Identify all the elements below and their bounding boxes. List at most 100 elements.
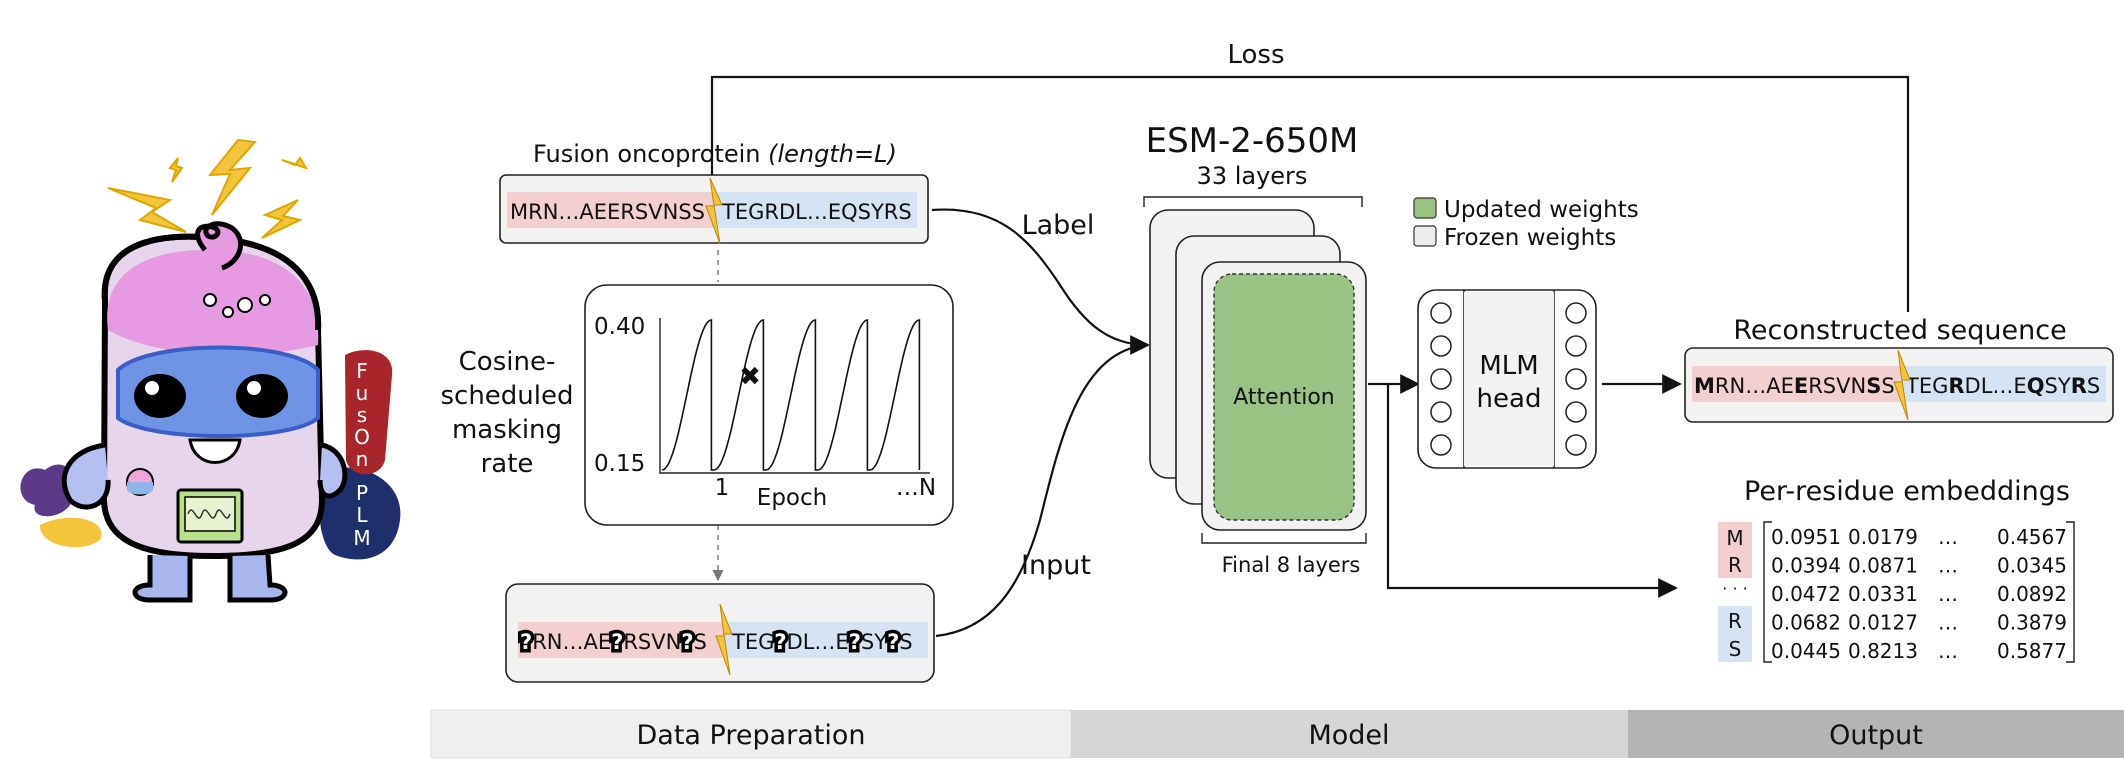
embedding-cell: 0.0394 [1771,554,1841,578]
recon-left-part-3: RSVN [1808,374,1866,398]
recon-right-part-6: S [2087,374,2100,398]
emb-row-label-1: R [1728,553,1742,577]
masked-left-part-4: ? [681,630,693,654]
recon-left-part-1: RN…AE [1715,374,1794,398]
lightning-bolts-icon [107,138,309,239]
embedding-cell: 0.0179 [1848,525,1918,549]
masking-chart-panel [584,284,954,526]
recon-title: Reconstructed sequence [1733,315,2066,346]
esm-model: ESM-2-650M 33 layers Attention Final 8 l… [1143,121,1367,577]
embedding-cell: … [1938,582,1958,606]
seq-top-left: MRN…AEERSVNSS [510,200,705,224]
embedding-cell: 0.0951 [1771,525,1841,549]
chart-x-left: 1 [715,475,730,501]
emb-row-label-4: S [1729,637,1742,661]
mlm-head-line2: head [1477,384,1542,414]
emb-row-label-2: · · · [1722,579,1747,598]
recon-seq-left: MRN…AEERSVNSS [1694,374,1895,398]
attention-block [1213,273,1355,521]
fusion-bolt-icon [705,177,723,245]
recon-left-part-4: S [1866,374,1881,398]
stage-label-model: Model [1308,720,1389,751]
loss-connector: Loss [710,40,1910,312]
masked-left-part-1: RN…AE [532,630,611,654]
recon-left-part-5: S [1881,374,1894,398]
stage-label-data-preparation: Data Preparation [636,720,865,751]
fusonplm-mascot: F u s O n P L M [20,138,401,603]
mlm-head-nodes [1430,302,1587,456]
masked-left-part-3: RSVN [623,630,681,654]
weights-legend: Updated weights Frozen weights [1413,197,1639,251]
embedding-cell: 0.0127 [1848,611,1918,635]
chart-y-bottom: 0.15 [594,451,645,477]
chart-y-top: 0.40 [594,314,645,340]
mlm-head: MLM head [1417,289,1597,469]
embedding-cell: 0.0682 [1771,611,1841,635]
final-layers-label: Final 8 layers [1222,553,1361,577]
model-title: ESM-2-650M [1146,121,1359,161]
masked-right-part-2: DL…E [787,630,849,654]
embedding-cell: 0.5877 [1997,639,2067,663]
frozen-weights-label: Frozen weights [1444,225,1616,251]
chart-marker-icon: ✖ [739,362,761,392]
svg-text:u: u [356,381,369,405]
emb-row-label-0: M [1726,526,1743,550]
svg-text:L: L [356,503,368,527]
recon-right-part-4: SY [2045,374,2071,398]
embedding-cell: 0.0871 [1848,554,1918,578]
embedding-cell: 0.0472 [1771,582,1841,606]
masked-left-part-2: ? [611,630,623,654]
embedding-cell: … [1938,525,1958,549]
embedding-cell: 0.0445 [1771,639,1841,663]
embedding-cell: … [1938,639,1958,663]
reconstructed-sequence: Reconstructed sequence MRN…AEERSVNSS TEG… [1684,315,2114,423]
embedding-cell: 0.3879 [1997,611,2067,635]
updated-weights-label: Updated weights [1444,197,1639,223]
recon-seq-right: TEGRDL…EQSYRS [1905,374,2100,398]
chart-x-right: …N [896,475,936,501]
embedding-cell: 0.0892 [1997,582,2067,606]
fusion-title-italic: (length=L) [768,140,897,168]
masking-label-line3: masking [452,415,562,445]
embeddings-title: Per-residue embeddings [1744,476,2070,507]
masked-right-part-3: ? [849,630,861,654]
stage-output [1628,710,2124,758]
masking-label-line2: scheduled [440,381,573,411]
masked-seq-left: ?RN…AE?RSVN?S [520,630,707,654]
chart-x-mid: Epoch [757,485,827,511]
masking-label-line4: rate [481,449,534,479]
embedding-cell: … [1938,611,1958,635]
seq-top-right: TEGRDL…EQSYRS [721,200,912,224]
recon-bolt-icon [1893,349,1911,421]
attention-label: Attention [1233,385,1335,410]
cosine-schedule-curve [661,318,921,471]
frozen-weights-swatch [1413,225,1437,247]
fusion-title: Fusion oncoprotein (length=L) [533,140,897,168]
per-residue-embeddings: Per-residue embeddings M R · · · R S 0.0… [1718,476,2075,663]
masking-rate-group: Cosine- scheduled masking rate 0.40 0.15… [440,284,954,526]
recon-right-part-0: TEG [1905,374,1948,398]
masked-left-part-5: S [694,630,707,654]
svg-text:s: s [357,403,367,427]
svg-text:n: n [356,447,369,471]
masked-bolt-icon [715,603,733,676]
updated-weights-swatch [1413,197,1437,219]
embedding-cell: 0.0331 [1848,582,1918,606]
stage-label-output: Output [1829,720,1923,751]
fusion-sequence-input: Fusion oncoprotein (length=L) MRN…AEERSV… [499,140,929,245]
recon-left-part-0: M [1694,374,1715,398]
loss-label: Loss [1227,40,1284,70]
stage-bar: Data Preparation Model Output [430,709,2124,759]
masked-right-part-5: ? [887,630,899,654]
masked-right-part-6: S [899,630,912,654]
svg-text:O: O [354,425,370,449]
stage-model [1071,710,1628,758]
masked-sequence: ?RN…AE?RSVN?S TEG?DL…E?SY?S [505,583,935,683]
recon-left-part-2: E [1794,374,1808,398]
recon-right-part-1: R [1948,374,1964,398]
masked-left-part-0: ? [520,630,532,654]
label-text: Label [1022,210,1095,241]
masked-seq-right: TEG?DL…E?SY?S [731,630,913,654]
embedding-cell: 0.8213 [1848,639,1918,663]
